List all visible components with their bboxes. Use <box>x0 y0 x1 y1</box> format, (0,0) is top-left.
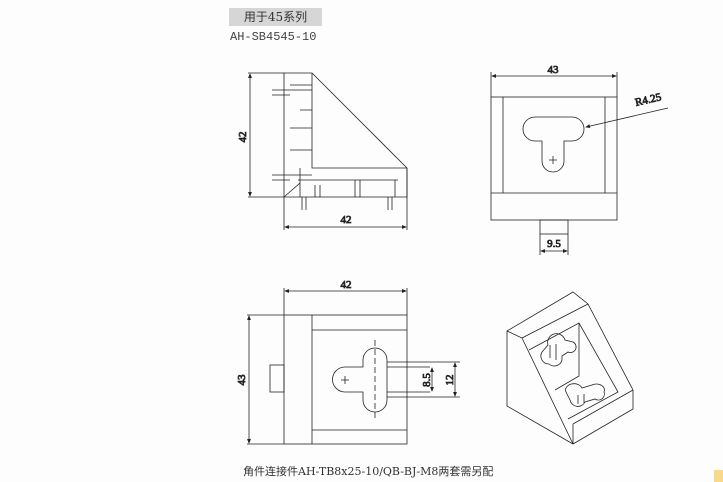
dim-radius: R4.25 <box>634 91 663 109</box>
front-view <box>490 72 669 255</box>
footer-caption: 角件连接件AH-TB8x25-10/QB-BJ-M8两套需另配 <box>243 465 494 478</box>
series-label: 用于45系列 <box>229 8 322 26</box>
dim-side-height: 42 <box>237 132 249 143</box>
dim-front-width: 43 <box>548 64 560 76</box>
dim-top-height: 43 <box>236 374 248 386</box>
dim-slot-inner: 8.5 <box>421 373 433 387</box>
dim-side-width: 42 <box>341 214 352 226</box>
side-view <box>248 72 408 230</box>
dim-slot-outer: 12 <box>444 375 456 386</box>
dim-tab-width: 9.5 <box>547 238 561 250</box>
top-view <box>247 288 460 445</box>
isometric-view <box>506 291 634 445</box>
dim-top-width: 42 <box>341 279 352 291</box>
corner-marker <box>714 470 723 482</box>
part-code: AH-SB4545-10 <box>230 30 317 44</box>
